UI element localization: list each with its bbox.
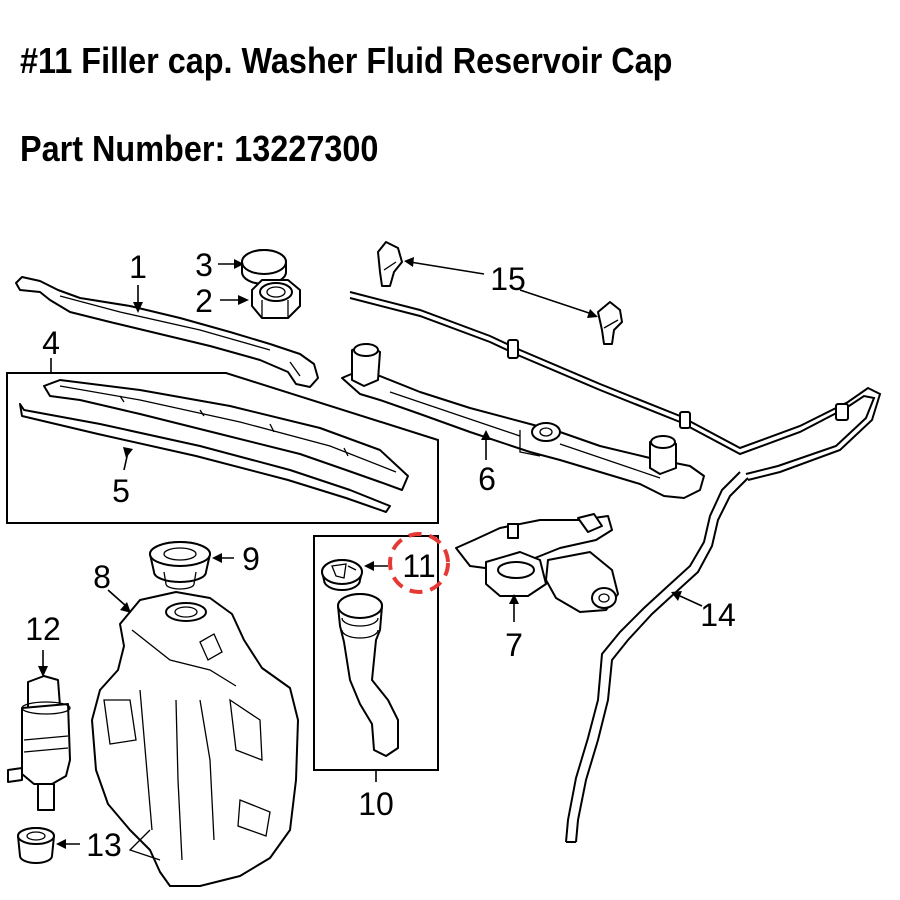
part-10-filler-neck[interactable] [337,593,399,757]
callout-15-leader-b [519,289,593,315]
part-6-wiper-linkage[interactable] [341,343,705,499]
callout-2: 2 [195,283,213,319]
part-9-grommet[interactable] [149,541,211,590]
part-4-group-box [6,372,439,524]
part-15-washer-nozzle-b[interactable] [597,301,623,345]
callout-1: 1 [129,249,147,285]
callout-14: 14 [700,597,736,633]
callout-11-arrowhead [364,561,374,571]
callout-10: 10 [358,786,394,822]
callout-8: 8 [93,559,111,595]
callout-5: 5 [112,473,130,509]
part-14-upper-hose[interactable] [349,291,882,481]
part-14-washer-hose[interactable] [565,471,749,843]
part-7-wiper-motor[interactable] [455,513,619,613]
callout-6: 6 [478,461,496,497]
callout-15: 15 [490,261,526,297]
callout-3-arrowhead [234,259,244,269]
part-2-nut[interactable] [251,279,301,319]
part-15-washer-nozzle-a[interactable] [377,241,403,287]
page-title: #11 Filler cap. Washer Fluid Reservoir C… [20,40,673,81]
callout-2-arrowhead [238,295,249,305]
callout-14-leader [679,595,703,607]
callout-11-highlight-circle [388,532,450,594]
part-13-pump-grommet[interactable] [17,827,55,864]
callout-9-arrowhead [212,553,222,563]
callout-3: 3 [195,247,213,283]
callout-1-arrowhead [133,302,143,313]
part-5-wiper-insert[interactable] [19,403,391,513]
callout-7: 7 [505,627,523,663]
callout-6-arrowhead [481,430,491,440]
callout-15-arrowhead-a [404,257,414,267]
callout-5-arrowhead [123,447,133,458]
callout-13-arrowhead [56,839,66,849]
callout-12-arrowhead [38,666,48,677]
part-number: Part Number: 13227300 [20,128,379,169]
callout-4: 4 [42,325,60,361]
part-4-wiper-blade[interactable] [43,379,409,491]
callout-11: 11 [402,548,435,584]
callout-7-arrowhead [509,594,519,604]
callout-15-arrowhead-b [587,309,598,318]
part-1-wiper-arm[interactable] [15,276,319,388]
callout-9: 9 [242,541,260,577]
part-3-arm-cap[interactable] [241,249,287,285]
callout-12: 12 [25,611,61,647]
callout-8-arrowhead [120,602,131,613]
callout-15-leader-a [409,261,485,275]
part-11-filler-cap[interactable] [321,559,363,591]
callout-13: 13 [86,827,122,863]
callout-14-arrowhead [671,591,682,601]
part-8-washer-reservoir[interactable] [91,591,299,887]
part-12-washer-pump[interactable] [7,675,71,811]
callout-8-leader [107,589,127,607]
